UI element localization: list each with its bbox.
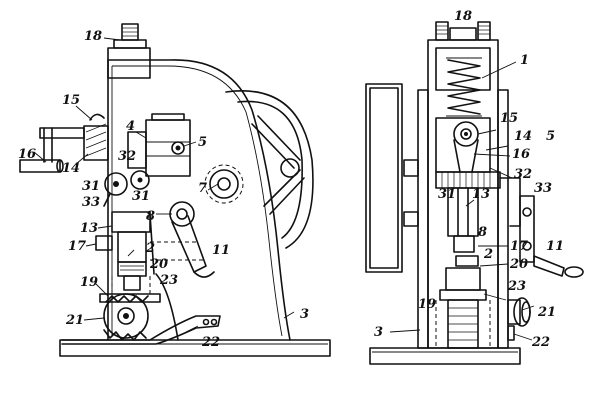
side-pawl-22: [61, 315, 221, 345]
label-23: 23: [159, 273, 178, 288]
front-base-plate: [369, 347, 521, 365]
front-label-13: 13: [472, 187, 490, 202]
front-view: 18 1 15 14 5 16 32 33 31 13 8 17 11 2 20…: [365, 9, 584, 365]
front-label-16: 16: [512, 147, 530, 162]
front-leader-lines: [389, 61, 535, 341]
front-label-22: 22: [531, 335, 550, 350]
label-31-left: 31: [82, 179, 100, 194]
front-label-14: 14: [514, 129, 532, 144]
side-ram-punch: [95, 211, 151, 296]
label-33: 33: [82, 195, 100, 210]
label-13: 13: [80, 221, 98, 236]
front-die-column: [435, 267, 491, 349]
side-eccentric-block: [127, 113, 191, 177]
label-21: 21: [65, 313, 84, 328]
label-3: 3: [300, 307, 309, 322]
label-32: 32: [118, 149, 136, 164]
front-label-21: 21: [537, 305, 556, 320]
side-crank-handle: [19, 113, 109, 173]
front-label-17: 17: [510, 239, 528, 254]
front-label-11: 11: [546, 239, 564, 254]
front-bearing-frame: [403, 117, 491, 177]
label-5: 5: [198, 135, 207, 150]
label-7: 7: [198, 181, 207, 196]
front-label-31: 31: [438, 187, 456, 202]
front-side-crank: [507, 255, 584, 341]
front-label-23: 23: [507, 279, 526, 294]
side-die-wheel: [99, 293, 161, 341]
label-19: 19: [80, 275, 98, 290]
label-22: 22: [201, 335, 220, 350]
front-label-8: 8: [478, 225, 487, 240]
label-8: 8: [146, 209, 155, 224]
front-label-32: 32: [514, 167, 532, 182]
front-flywheel: [365, 83, 403, 273]
side-lever-arm: [150, 201, 215, 278]
front-label-15: 15: [500, 111, 518, 126]
front-label-18: 18: [454, 9, 472, 24]
side-main-frame: [107, 23, 291, 341]
side-view: 18 15 16 14 4 5 32 31 31 33 7 8 13 17 2 …: [18, 23, 331, 357]
side-cam: [204, 164, 244, 204]
front-label-1: 1: [520, 53, 529, 68]
label-15: 15: [62, 93, 80, 108]
label-16: 16: [18, 147, 36, 162]
label-17: 17: [68, 239, 86, 254]
front-label-5: 5: [546, 129, 555, 144]
side-flywheel: [225, 90, 314, 249]
label-11: 11: [212, 243, 230, 258]
label-2: 2: [145, 241, 155, 256]
label-18: 18: [84, 29, 102, 44]
label-20: 20: [149, 257, 168, 272]
front-label-20: 20: [509, 257, 528, 272]
label-4: 4: [126, 119, 135, 134]
label-31-right: 31: [132, 189, 150, 204]
front-label-33: 33: [534, 181, 552, 196]
front-main-frame: [417, 21, 509, 349]
front-ram: [403, 187, 479, 267]
label-14: 14: [62, 161, 80, 176]
front-label-3: 3: [374, 325, 383, 340]
front-spring: [446, 57, 482, 117]
side-base-plate: [59, 339, 331, 357]
side-small-gears: [103, 170, 150, 207]
front-label-19: 19: [418, 297, 436, 312]
front-label-2: 2: [483, 247, 493, 262]
side-leader-lines: [33, 37, 295, 333]
